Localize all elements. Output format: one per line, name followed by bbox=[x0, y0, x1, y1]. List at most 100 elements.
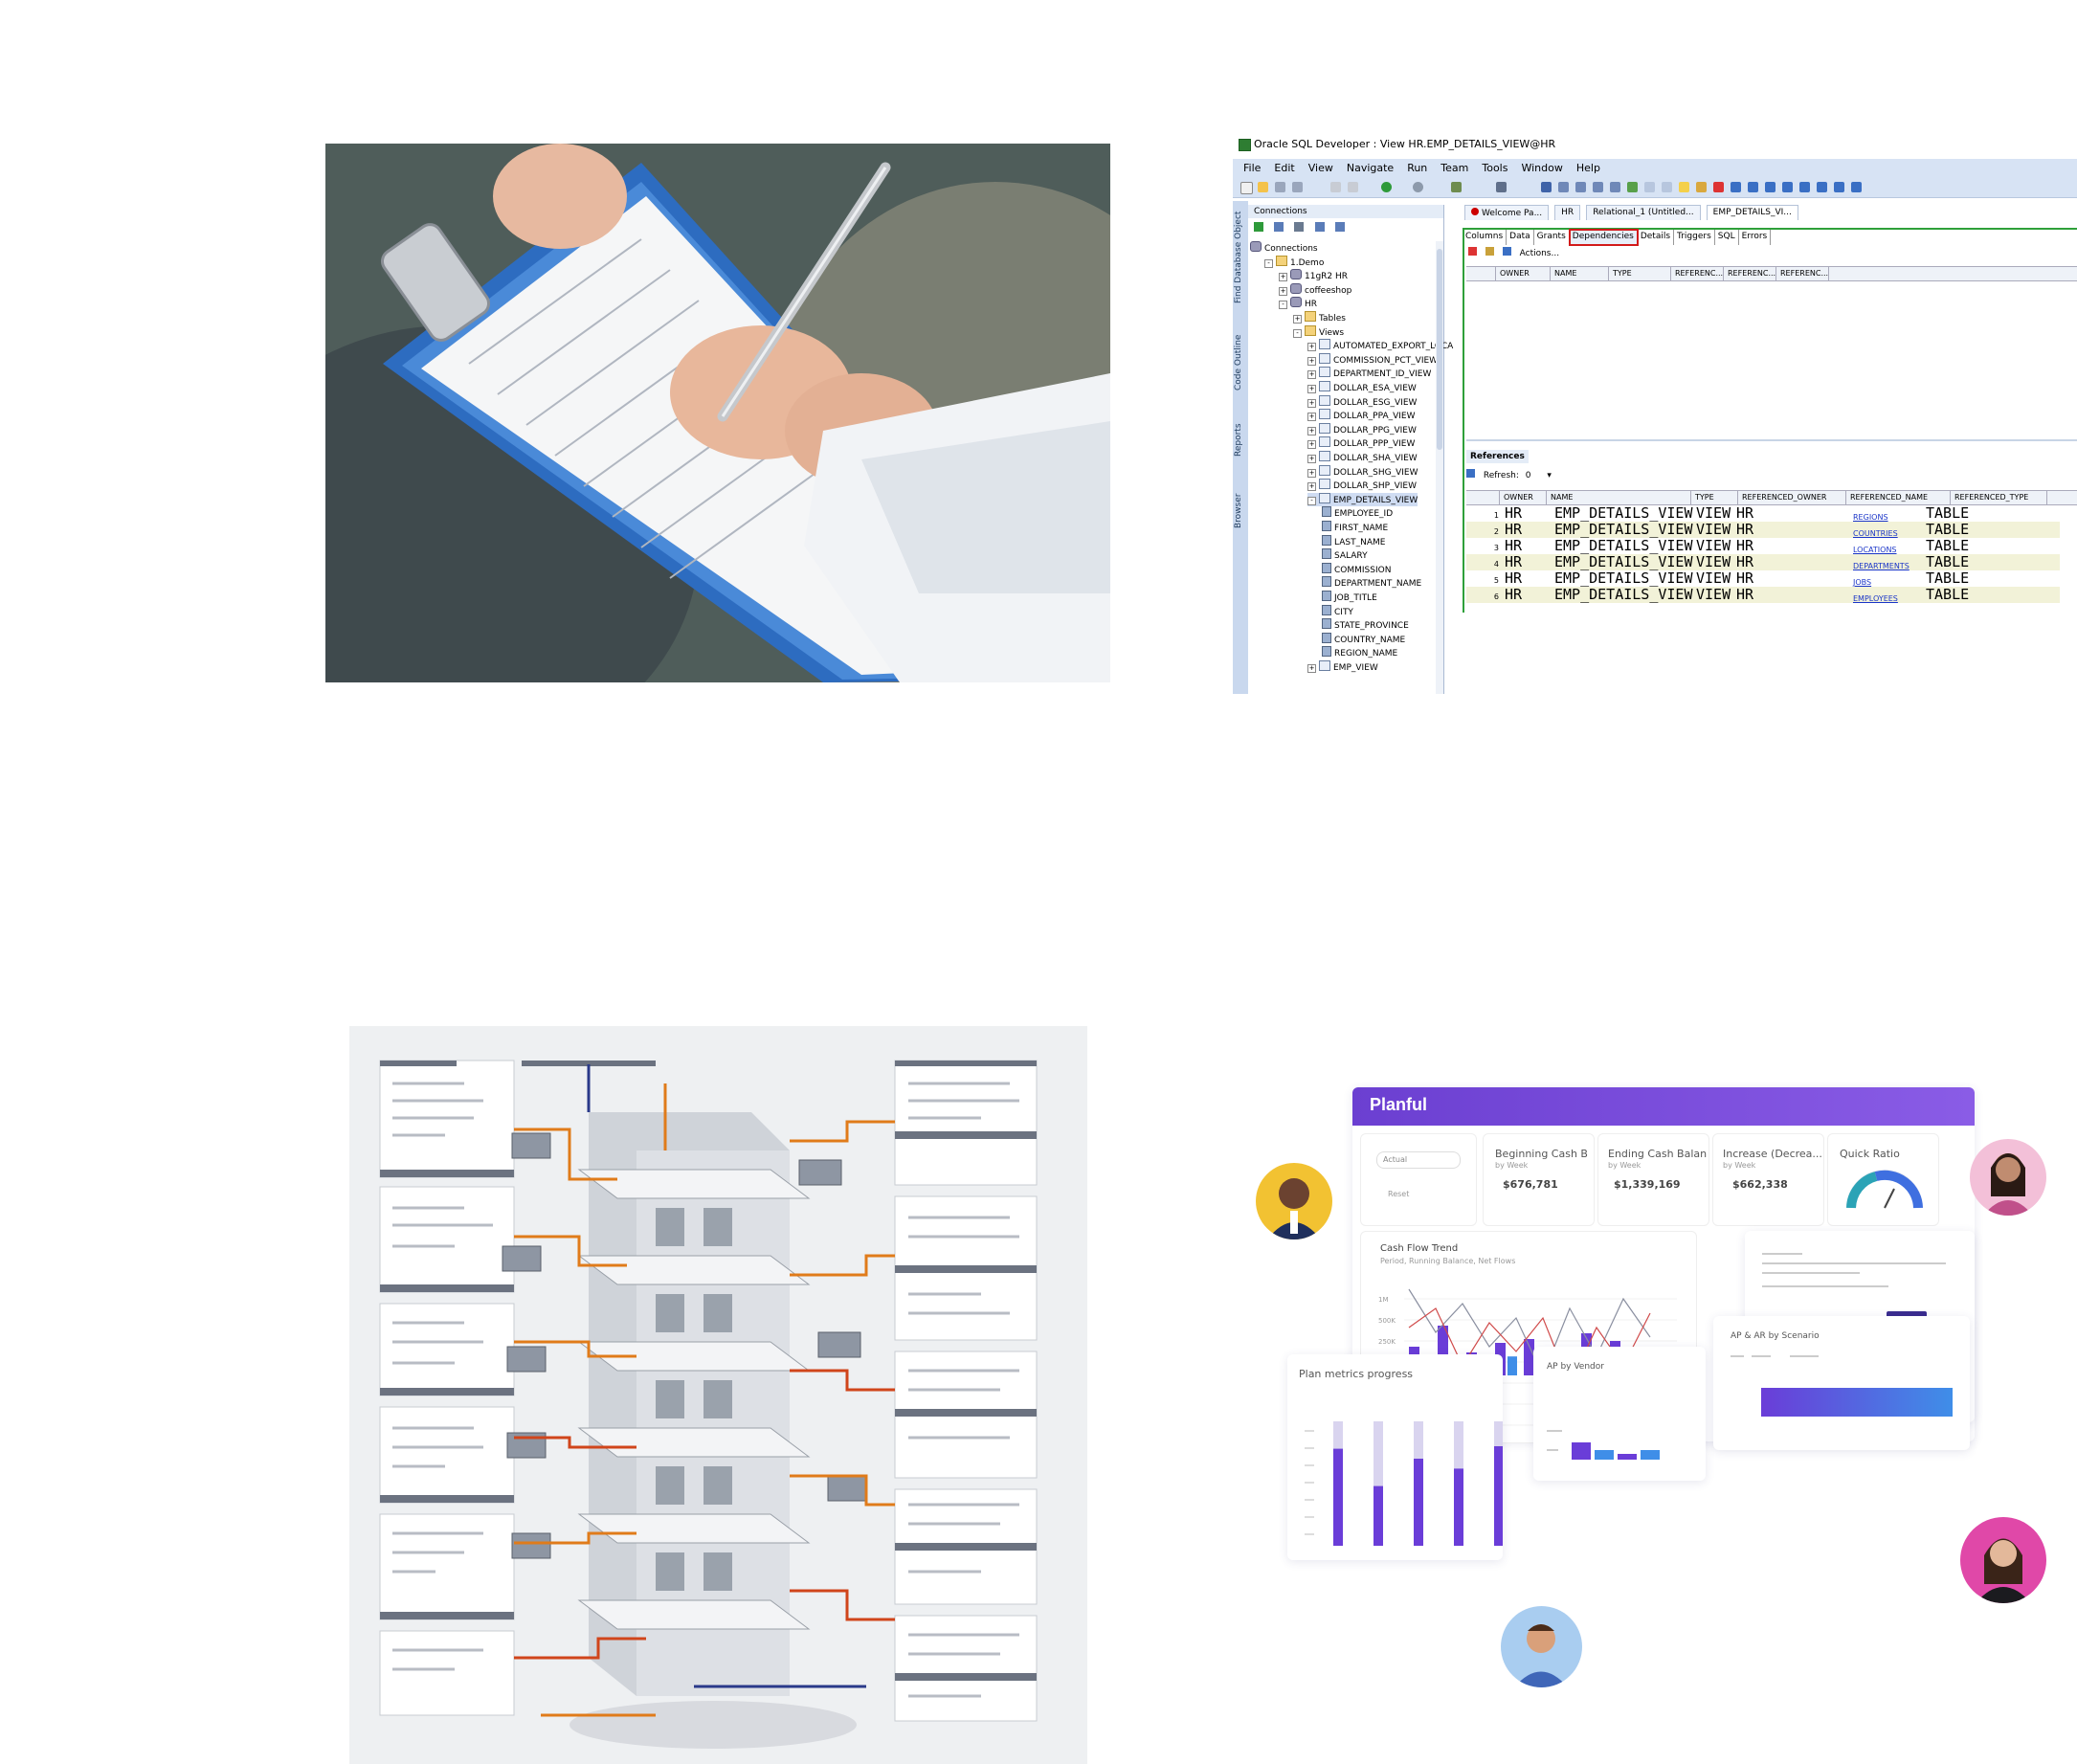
label-icon[interactable] bbox=[1662, 182, 1672, 192]
reset-button[interactable]: Reset bbox=[1388, 1190, 1410, 1198]
tree-node[interactable]: +DOLLAR_ESA_VIEW bbox=[1307, 381, 1417, 394]
expand-node-icon[interactable]: + bbox=[1307, 398, 1316, 408]
back-icon[interactable] bbox=[1834, 182, 1844, 192]
subtab-sql[interactable]: SQL bbox=[1715, 230, 1739, 245]
scenario-filter-select[interactable]: Actual bbox=[1376, 1151, 1461, 1169]
plan-metrics-progress-card[interactable]: Plan metrics progress bbox=[1287, 1354, 1503, 1560]
dep-col-owner[interactable]: OWNER bbox=[1496, 267, 1551, 280]
connections-icon[interactable] bbox=[1496, 182, 1507, 192]
layout-icon[interactable] bbox=[1782, 182, 1793, 192]
refresh-interval-select[interactable]: 0 bbox=[1525, 471, 1531, 480]
arrow-right-icon[interactable] bbox=[1627, 182, 1638, 192]
ref-col-referenced-owner[interactable]: REFERENCED_OWNER bbox=[1738, 491, 1846, 504]
expand-node-icon[interactable]: + bbox=[1307, 482, 1316, 492]
connections-scrollbar[interactable] bbox=[1436, 241, 1443, 694]
expand-node-icon[interactable]: + bbox=[1307, 664, 1316, 673]
cell-referenced-name-link[interactable]: COUNTRIES bbox=[1853, 529, 1898, 538]
references-label[interactable]: References bbox=[1466, 450, 1529, 463]
filter-icon[interactable] bbox=[1294, 222, 1305, 232]
cell-referenced-name-link[interactable]: EMPLOYEES bbox=[1853, 594, 1898, 603]
tree-root-connections[interactable]: Connections bbox=[1250, 241, 1318, 255]
collapse-node-icon[interactable]: - bbox=[1264, 258, 1273, 268]
dep-col-referenced-3[interactable]: REFERENC... bbox=[1776, 267, 1829, 280]
note-icon[interactable] bbox=[1644, 182, 1655, 192]
ref-col-owner[interactable]: OWNER bbox=[1500, 491, 1547, 504]
tree-node[interactable]: EMPLOYEE_ID bbox=[1322, 506, 1393, 520]
pane-splitter[interactable] bbox=[1466, 439, 2077, 441]
cell-referenced-name-link[interactable]: REGIONS bbox=[1853, 513, 1888, 522]
tree-node[interactable]: COMMISSION bbox=[1322, 562, 1391, 576]
tree-node[interactable]: CITY bbox=[1322, 604, 1353, 618]
kpi-card-ending-cash[interactable]: Ending Cash Balan by Week $1,339,169 bbox=[1597, 1133, 1709, 1226]
subtab-data[interactable]: Data bbox=[1507, 230, 1534, 245]
tree-node[interactable]: +COMMISSION_PCT_VIEW bbox=[1307, 352, 1438, 367]
tree-node[interactable]: +11gR2 HR bbox=[1279, 269, 1348, 282]
tree-node[interactable]: +DEPARTMENT_ID_VIEW bbox=[1307, 367, 1431, 380]
tree-node[interactable]: +DOLLAR_SHP_VIEW bbox=[1307, 479, 1417, 492]
cell-referenced-name-link[interactable]: JOBS bbox=[1853, 578, 1872, 587]
menu-tools[interactable]: Tools bbox=[1482, 162, 1508, 174]
ref-col-referenced-type[interactable]: REFERENCED_TYPE bbox=[1951, 491, 2047, 504]
tree-node[interactable]: +DOLLAR_PPA_VIEW bbox=[1307, 409, 1416, 422]
chevron-down-icon[interactable]: ▾ bbox=[1547, 471, 1552, 480]
dep-col-name[interactable]: NAME bbox=[1551, 267, 1609, 280]
undo-icon[interactable] bbox=[1330, 182, 1341, 192]
expand-node-icon[interactable]: + bbox=[1307, 413, 1316, 422]
collapse-node-icon[interactable]: - bbox=[1307, 496, 1316, 505]
tree-node[interactable]: LAST_NAME bbox=[1322, 534, 1385, 548]
refresh-icon[interactable] bbox=[1274, 222, 1284, 232]
note-yellow-icon[interactable] bbox=[1679, 182, 1689, 192]
ap-ar-by-scenario-card[interactable]: AP & AR by Scenario bbox=[1713, 1316, 1970, 1450]
expand-node-icon[interactable]: + bbox=[1307, 426, 1316, 435]
expand-node-icon[interactable]: + bbox=[1307, 370, 1316, 380]
ref-col-type[interactable]: TYPE bbox=[1691, 491, 1738, 504]
tab-emp-details-view[interactable]: EMP_DETAILS_VI... bbox=[1706, 205, 1798, 220]
add-connection-icon[interactable] bbox=[1254, 222, 1263, 232]
tree-node[interactable]: +DOLLAR_ESG_VIEW bbox=[1307, 394, 1417, 409]
refresh-references-icon[interactable] bbox=[1466, 469, 1475, 478]
tree-node[interactable]: -1.Demo bbox=[1264, 255, 1324, 269]
tree-node[interactable]: FIRST_NAME bbox=[1322, 521, 1388, 534]
fk-icon[interactable] bbox=[1610, 182, 1620, 192]
expand-node-icon[interactable]: + bbox=[1307, 343, 1316, 352]
vtab-find-database-object[interactable]: Find Database Object bbox=[1234, 211, 1243, 304]
menu-run[interactable]: Run bbox=[1407, 162, 1428, 174]
view-icon[interactable] bbox=[1575, 182, 1586, 192]
tree-node[interactable]: REGION_NAME bbox=[1322, 646, 1397, 659]
tree-node[interactable]: +coffeeshop bbox=[1279, 282, 1351, 297]
ref-col-referenced-name[interactable]: REFERENCED_NAME bbox=[1846, 491, 1951, 504]
vtab-browser[interactable]: Browser bbox=[1234, 493, 1243, 528]
menu-edit[interactable]: Edit bbox=[1274, 162, 1295, 174]
expand-node-icon[interactable]: + bbox=[1293, 315, 1302, 324]
copy-connection-icon[interactable] bbox=[1334, 222, 1345, 232]
kpi-card-increase[interactable]: Increase (Decrea... by Week $662,338 bbox=[1712, 1133, 1824, 1226]
image-icon[interactable] bbox=[1696, 182, 1707, 192]
zoom-out-icon[interactable] bbox=[1748, 182, 1758, 192]
kpi-card-beginning-cash[interactable]: Beginning Cash B by Week $676,781 bbox=[1483, 1133, 1595, 1226]
join-icon[interactable] bbox=[1593, 182, 1603, 192]
collapse-node-icon[interactable]: - bbox=[1279, 301, 1287, 310]
tree-node[interactable]: DEPARTMENT_NAME bbox=[1322, 576, 1421, 590]
tree-node[interactable]: COUNTRY_NAME bbox=[1322, 632, 1405, 646]
expand-node-icon[interactable]: + bbox=[1307, 385, 1316, 393]
collapse-node-icon[interactable]: - bbox=[1293, 328, 1302, 338]
menu-view[interactable]: View bbox=[1307, 162, 1333, 174]
run-icon[interactable] bbox=[1381, 182, 1392, 192]
connections-panel-header[interactable]: Connections bbox=[1248, 205, 1443, 218]
subtab-columns[interactable]: Columns bbox=[1463, 230, 1508, 245]
menu-window[interactable]: Window bbox=[1521, 162, 1563, 174]
forward-icon[interactable] bbox=[1851, 182, 1862, 192]
table-icon[interactable] bbox=[1558, 182, 1569, 192]
delete-icon[interactable] bbox=[1713, 182, 1724, 192]
menu-navigate[interactable]: Navigate bbox=[1346, 162, 1395, 174]
sql-worksheet-icon[interactable] bbox=[1451, 182, 1462, 192]
tree-node[interactable]: +DOLLAR_SHG_VIEW bbox=[1307, 464, 1418, 479]
pin-icon[interactable] bbox=[1468, 247, 1477, 256]
tree-node[interactable]: JOB_TITLE bbox=[1322, 591, 1377, 604]
tree-node[interactable]: +EMP_VIEW bbox=[1307, 660, 1378, 674]
tree-node[interactable]: +AUTOMATED_EXPORT_LOCA bbox=[1307, 339, 1453, 352]
